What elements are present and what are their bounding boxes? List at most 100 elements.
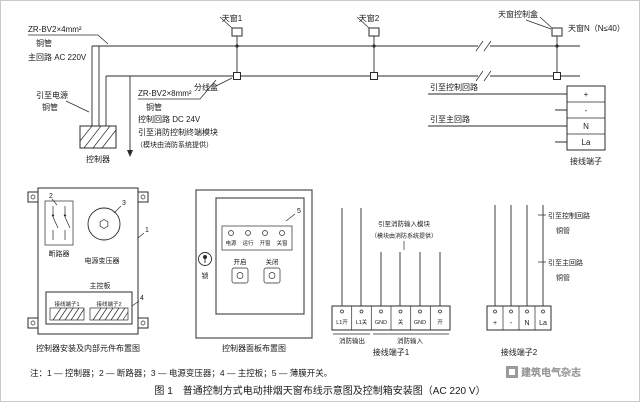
conduit3-label: 铜管 [146, 102, 162, 112]
figure-caption: 图 1 普通控制方式电动排烟天窗布线示意图及控制箱安装图（AC 220 V） [154, 384, 485, 397]
callout-leaders [51, 198, 145, 307]
conduit2-label: 铜管 [42, 102, 58, 112]
board-terminal1-label: 接线端子1 [54, 300, 79, 308]
t1-cell-1: L1关 [356, 318, 368, 326]
magazine-logo-icon [506, 366, 518, 378]
cable-ctrl-leader [138, 79, 217, 100]
terminal-cell-minus: - [585, 106, 588, 115]
fire-output-label: 消防输出 [339, 336, 365, 345]
fire-module-note-label: （模块由消防系统提供） [136, 140, 213, 149]
terminal-caption: 接线端子 [570, 156, 602, 166]
t2-conduit1-label: 铜管 [556, 226, 570, 235]
transformer-symbol [87, 207, 121, 241]
junction-box-label: 分线盒 [194, 82, 218, 92]
t1-cell-0: L1开 [336, 319, 348, 326]
terminal-cell-plus: + [584, 90, 589, 99]
circuit-breaker-symbol [44, 200, 74, 246]
controller-layout-caption: 控制器安装及内部元件布置图 [36, 343, 140, 353]
close-button-label: 关闭 [266, 257, 279, 266]
terminal-cell-la: La [582, 138, 591, 147]
figure-note: 注：1 — 控制器；2 — 断路器；3 — 电源变压器；4 — 主控板；5 — … [30, 368, 332, 378]
control-circuit-label: 控制回路 DC 24V [138, 114, 201, 124]
callout-5: 5 [297, 208, 301, 215]
indicator-close-label: 关窗 [276, 239, 288, 247]
cable-ctrl-spec-label: ZR-BV2×8mm² [138, 89, 192, 98]
controller-label: 控制器 [86, 154, 110, 164]
terminal2-caption: 接线端子2 [501, 347, 538, 357]
to-power-leader [65, 100, 90, 113]
skylight-control-box-leader [525, 19, 552, 30]
magazine-watermark: 建筑电气杂志 [520, 366, 581, 379]
main-circuit-label: 主回路 AC 220V [28, 52, 87, 62]
t2-cell-0: + [493, 320, 497, 327]
t1-cell-5: 开 [437, 319, 443, 326]
to-control-circuit-label: 引至控制回路 [430, 82, 478, 92]
to-fire-terminal-label: 引至消防控制终端模块 [138, 127, 218, 137]
terminal2-wires [494, 205, 546, 306]
footer: 注：1 — 控制器；2 — 断路器；3 — 电源变压器；4 — 主控板；5 — … [30, 366, 581, 397]
control-circuit-wire [106, 70, 580, 82]
cable-main-spec-label: ZR-BV2×4mm² [28, 25, 82, 34]
main-board-label: 主控板 [90, 281, 111, 290]
terminal2-screws [493, 309, 545, 314]
open-button-label: 开启 [234, 257, 247, 266]
transformer-label: 电源变压器 [85, 256, 120, 265]
skylight-n-symbol [539, 16, 563, 80]
indicator-power-label: 电源 [225, 239, 237, 247]
top-wiring-diagram: 控制器 ZR-BV2×4mm² 铜管 主回路 AC 220V 引至电源 铜管 Z… [28, 9, 625, 166]
to-power-label: 引至电源 [36, 90, 68, 100]
t1-cell-2: GND [375, 320, 387, 326]
callout-2: 2 [49, 193, 53, 200]
lock-icon [198, 252, 212, 266]
terminal1-caption: 接线端子1 [373, 347, 410, 357]
controller-internal-layout: 断路器 电源变压器 主控板 接线端子1 接线端子2 2 3 1 4 控制器安装及… [27, 187, 149, 353]
callout5-leader [285, 213, 296, 222]
membrane-panel [215, 197, 305, 315]
controller-riser-wires [91, 46, 107, 126]
junction-box-leader [215, 77, 233, 87]
t1-cell-4: GND [414, 320, 426, 326]
t2-cell-2: N [524, 320, 529, 327]
fire-terminal-drop-wire [127, 76, 133, 157]
fire-module-note2-label: （模块由消防系统提供） [371, 232, 437, 240]
to-fire-input-module-label: 引至消防输入模块 [378, 219, 431, 228]
terminal1-wires [341, 208, 441, 306]
skylight-1-label: 天窗1 [222, 13, 243, 23]
to-main-circuit-label: 引至主回路 [430, 114, 470, 124]
terminal-block-2: 引至控制回路 铜管 引至主回路 铜管 + - N La 接线端子2 [486, 205, 590, 357]
terminal-block-top [428, 85, 606, 151]
terminal-block-1: 引至消防输入模块 （模块由消防系统提供） L1开 L1关 GND 关 GND 开… [331, 208, 451, 357]
board-terminal2-label: 接线端子2 [96, 300, 121, 308]
controller-panel-layout: 5 锁 电源 运行 开窗 关窗 开启 关闭 控制器面板布置图 [195, 189, 313, 353]
open-button [231, 267, 249, 284]
panel-layout-caption: 控制器面板布置图 [222, 343, 286, 353]
skylight-control-box-label: 天窗控制盒 [498, 9, 538, 19]
lock-label: 锁 [202, 271, 209, 280]
t2-to-control-label: 引至控制回路 [548, 211, 590, 220]
callout-3: 3 [122, 200, 126, 207]
cable-main-leader [28, 34, 109, 45]
board-terminal-strips [49, 307, 129, 321]
t2-cell-3: La [539, 320, 547, 327]
skylight-2-label: 天窗2 [359, 13, 380, 23]
t1-cell-3: 关 [398, 318, 404, 326]
terminal1-screws [340, 309, 442, 314]
fire-input-label: 消防输入 [397, 336, 424, 345]
t2-conduit2-label: 铜管 [556, 273, 570, 282]
breaker-label: 断路器 [49, 249, 70, 258]
t2-to-main-label: 引至主回路 [548, 258, 583, 267]
terminal2-dividers [502, 306, 536, 330]
t2-cell-1: - [510, 320, 513, 327]
controller-symbol [79, 125, 117, 149]
callout-1: 1 [145, 227, 149, 234]
skylight-2-symbol [356, 16, 380, 80]
skylight-n-label: 天窗N（N≤40） [568, 23, 625, 33]
indicator-run-label: 运行 [242, 239, 254, 247]
skylight-1-symbol [219, 16, 243, 80]
terminal1-dividers [351, 306, 431, 330]
conduit1-label: 铜管 [36, 38, 52, 48]
main-circuit-wire [92, 40, 580, 52]
callout-4: 4 [140, 295, 144, 302]
